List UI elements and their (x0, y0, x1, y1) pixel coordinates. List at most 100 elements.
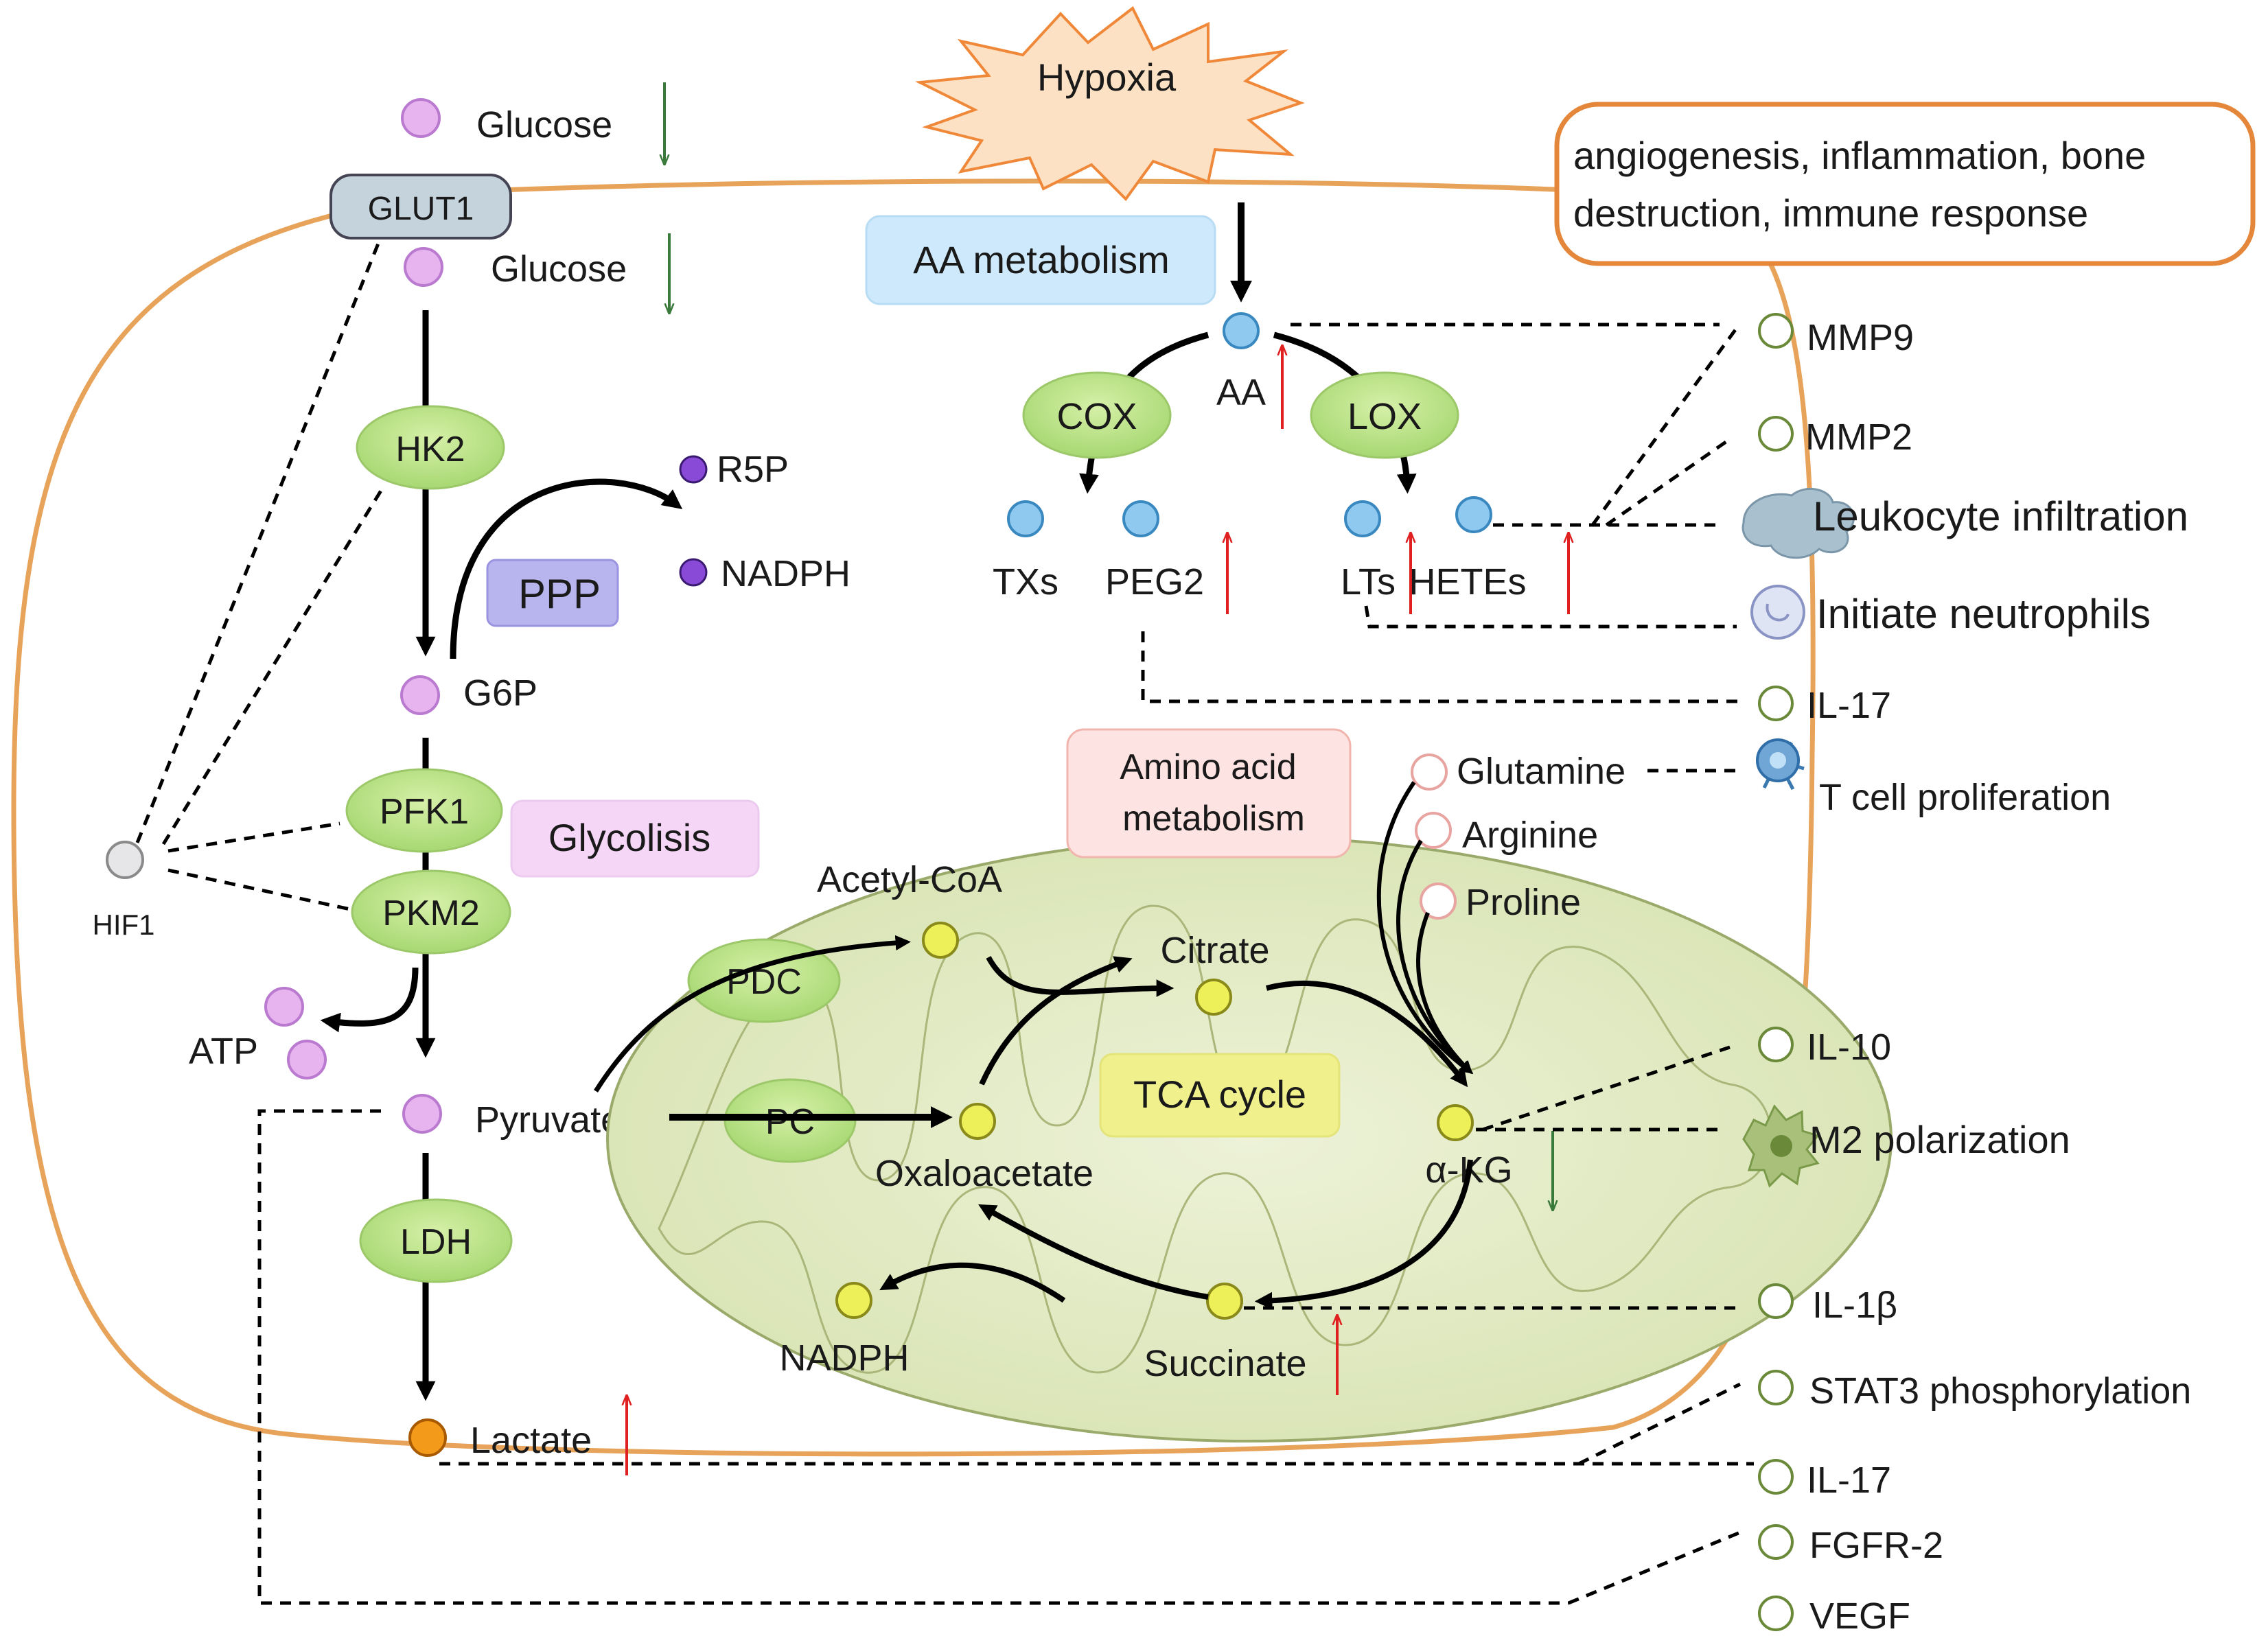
ppp-label: PPP (518, 571, 601, 617)
glutamine-dot (1411, 753, 1448, 791)
aa-metabolism-box (865, 215, 1216, 305)
pfk1-enzyme (345, 768, 503, 853)
atp-dot-2 (287, 1040, 327, 1079)
akg-dot (1437, 1104, 1474, 1141)
ldh-label: LDH (400, 1222, 472, 1262)
glycolysis-label: Glycolisis (548, 816, 710, 859)
neutrophil-icon (1750, 585, 1805, 640)
nadph-tca-dot (835, 1282, 872, 1319)
lox-enzyme (1310, 371, 1459, 459)
nadph-ppp-label: NADPH (721, 553, 850, 594)
nadph-ppp-dot (679, 558, 708, 587)
fgfr2-marker (1758, 1524, 1794, 1560)
amino-acid-line-2: metabolism (1122, 799, 1305, 839)
hetes-label: HETEs (1409, 561, 1526, 603)
fgfr2-label: FGFR-2 (1809, 1525, 1943, 1566)
cox-enzyme (1022, 371, 1172, 459)
leukocyte-icon (1741, 487, 1855, 559)
mito-links (1244, 769, 1744, 1310)
hif1-dot (106, 841, 144, 879)
succinate-dot (1206, 1283, 1243, 1320)
hypoxia-burst (914, 5, 1305, 202)
pdc-enzyme (687, 938, 841, 1023)
glucose-out-dot (401, 98, 441, 138)
effects-line-1: angiogenesis, inflammation, bone (1573, 134, 2146, 177)
lactate-dot (408, 1418, 447, 1457)
mmp2-marker (1758, 416, 1794, 452)
ppp-box (486, 559, 619, 627)
pyruvate-vegf-link (257, 1109, 1569, 1605)
hif1-links (135, 236, 383, 911)
outcome-list: MMP9 MMP2 Leukocyte infiltration Initiat… (1741, 313, 2191, 1636)
nadph-tca-label: NADPH (779, 1337, 909, 1379)
txs-dot (1007, 500, 1044, 537)
il17-bottom-marker (1758, 1459, 1794, 1495)
glucose-in-dot (404, 247, 443, 287)
acetyl-coa-dot (922, 922, 959, 959)
aa-label: AA (1216, 372, 1266, 413)
il10-marker (1758, 1027, 1794, 1062)
ldh-enzyme (359, 1198, 513, 1283)
neutrophils-label: Initiate neutrophils (1816, 591, 2151, 637)
stat3-marker (1758, 1370, 1794, 1405)
pc-label: PC (765, 1102, 815, 1142)
amino-acid-box (1066, 728, 1352, 858)
hetes-dot (1455, 496, 1492, 533)
arginine-dot (1415, 812, 1452, 849)
pkm2-enzyme (351, 869, 511, 955)
hypoxia-label: Hypoxia (1037, 56, 1177, 99)
oxaloacetate-label: Oxaloacetate (875, 1153, 1094, 1194)
glucose-out-label: Glucose (476, 104, 612, 145)
citrate-dot (1195, 979, 1232, 1016)
citrate-label: Citrate (1160, 930, 1269, 971)
tca-box (1099, 1053, 1341, 1138)
glut1-transporter (329, 174, 512, 239)
mmp2-label: MMP2 (1805, 417, 1912, 458)
acetyl-coa-label: Acetyl-CoA (817, 859, 1002, 900)
il10-label: IL-10 (1807, 1027, 1891, 1068)
hk2-enzyme (356, 405, 505, 490)
il1b-marker (1758, 1283, 1794, 1319)
atp-dot-1 (264, 987, 304, 1027)
tcell-label: T cell proliferation (1819, 777, 2111, 818)
pyruvate-label: Pyruvate (475, 1099, 621, 1141)
arginine-label: Arginine (1462, 815, 1598, 856)
peg2-dot (1122, 500, 1159, 537)
aa-dot (1223, 312, 1260, 349)
il17-bottom-label: IL-17 (1807, 1460, 1891, 1501)
effects-line-2: destruction, immune response (1573, 191, 2088, 235)
tca-label: TCA cycle (1133, 1073, 1306, 1116)
pdc-label: PDC (726, 962, 802, 1002)
pkm2-label: PKM2 (382, 893, 480, 933)
oxaloacetate-dot (959, 1103, 996, 1140)
mito-cristae (658, 904, 1772, 1374)
glycolysis-box (510, 799, 760, 878)
proline-dot (1420, 883, 1457, 920)
m2-label: M2 polarization (1809, 1118, 2070, 1161)
mmp9-marker (1758, 313, 1794, 349)
cox-label: COX (1056, 396, 1137, 437)
lts-label: LTs (1341, 561, 1396, 603)
m2-macrophage-icon (1742, 1104, 1820, 1188)
il17-top-label: IL-17 (1807, 685, 1891, 726)
stat3-label: STAT3 phosphorylation (1809, 1370, 2191, 1412)
g6p-label: G6P (463, 673, 537, 714)
pfk1-label: PFK1 (380, 792, 469, 832)
peg2-label: PEG2 (1105, 561, 1204, 603)
il1b-label: IL-1β (1812, 1285, 1897, 1326)
hk2-label: HK2 (395, 430, 465, 469)
glut1-label: GLUT1 (368, 191, 474, 227)
atp-label: ATP (189, 1031, 258, 1072)
txs-label: TXs (993, 561, 1058, 603)
proline-label: Proline (1466, 882, 1581, 923)
glucose-in-label: Glucose (491, 248, 627, 290)
lts-dot (1344, 500, 1381, 537)
aa-links (1141, 323, 1744, 703)
g6p-dot (400, 675, 440, 715)
succinate-label: Succinate (1144, 1343, 1306, 1384)
tcell-icon (1756, 738, 1805, 791)
lactate-label: Lactate (470, 1420, 592, 1461)
pyruvate-dot (402, 1094, 442, 1134)
effects-box (1554, 102, 2256, 266)
